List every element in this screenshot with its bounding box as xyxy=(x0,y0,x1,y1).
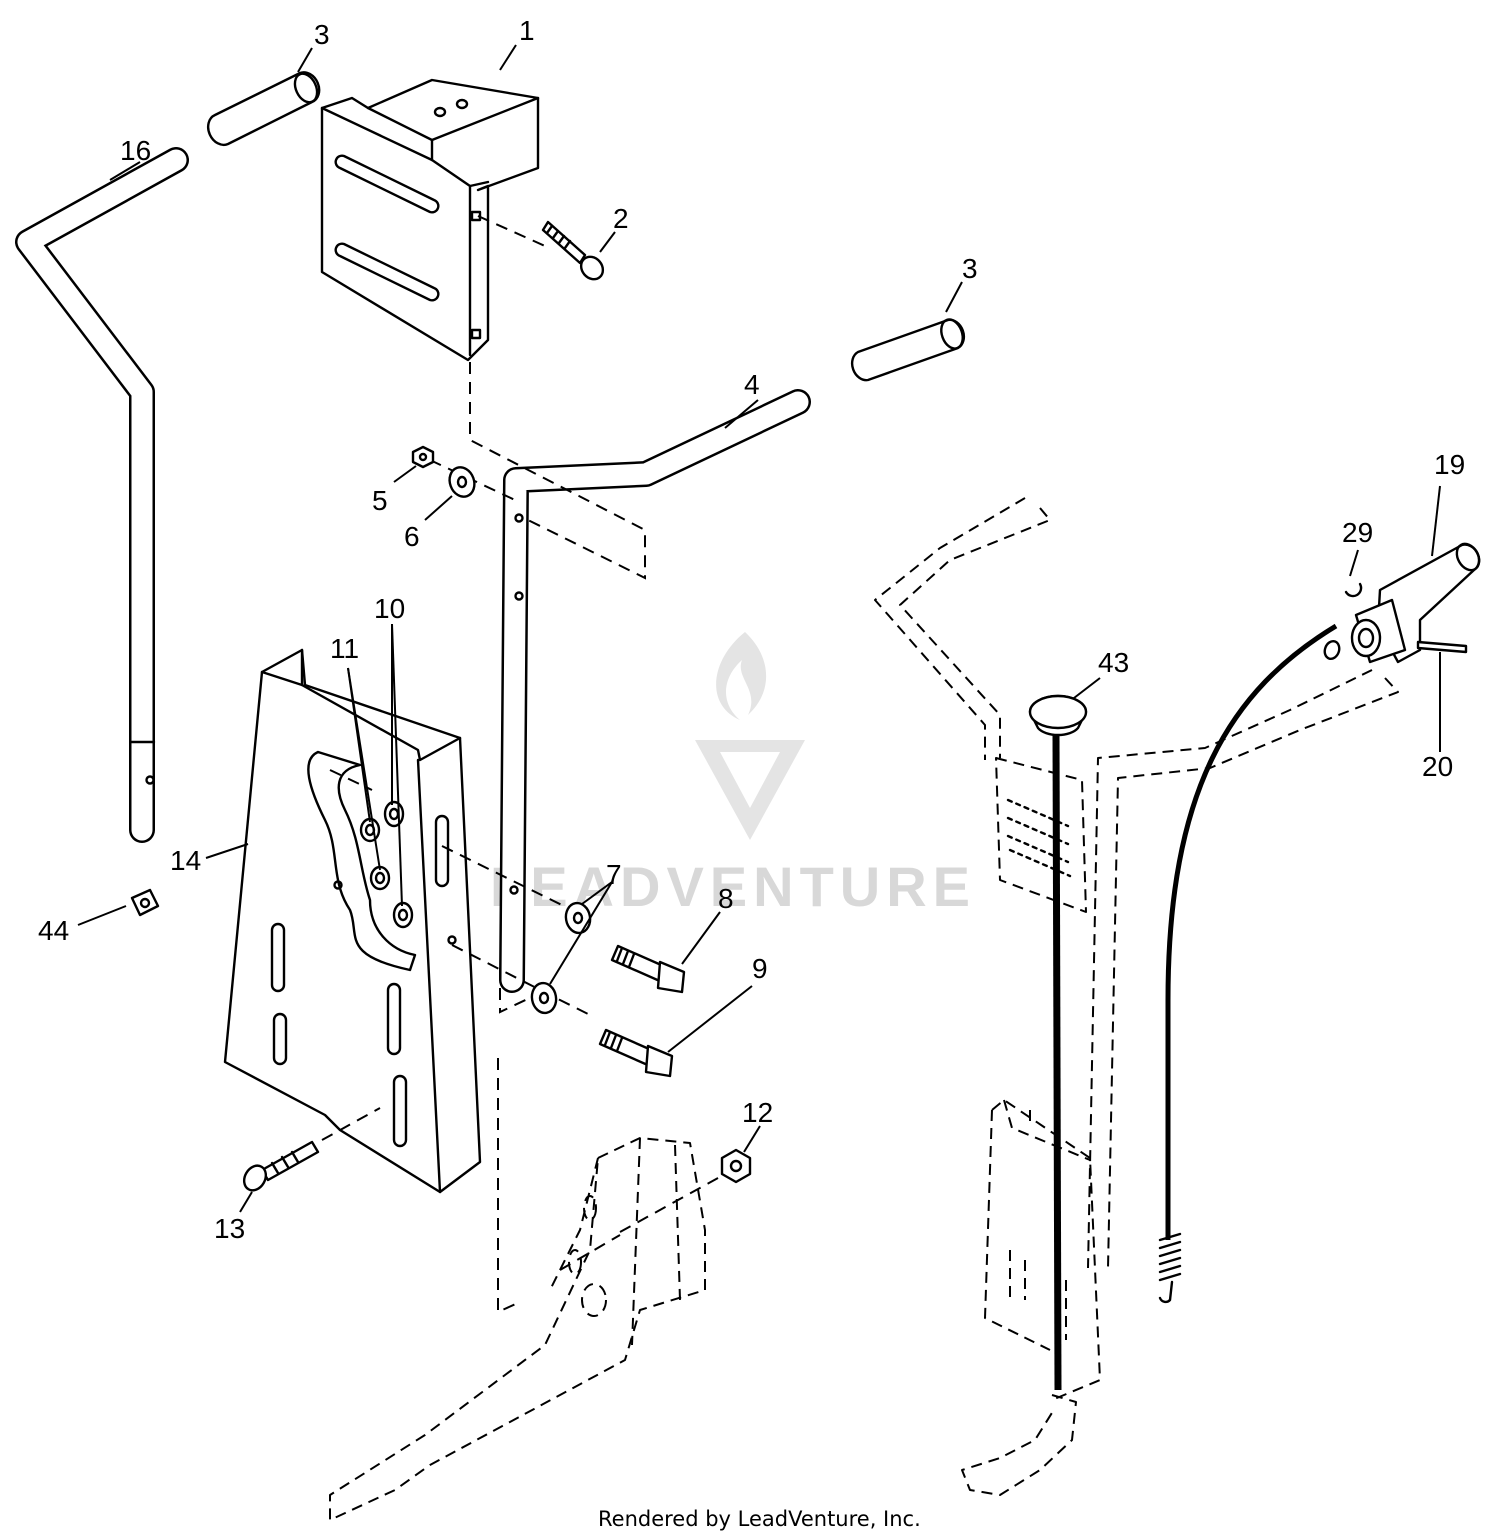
callout-20: 20 xyxy=(1422,751,1453,782)
callout-3-right: 3 xyxy=(962,253,978,284)
callout-2: 2 xyxy=(613,203,629,234)
callout-14: 14 xyxy=(170,845,201,876)
callout-11: 11 xyxy=(330,633,359,664)
footer-credit: Rendered by LeadVenture, Inc. xyxy=(598,1507,921,1531)
part-10-washer-lower xyxy=(392,901,414,929)
callout-3-upper: 3 xyxy=(314,19,330,50)
part-13-bolt xyxy=(242,1140,320,1192)
cable-spring xyxy=(1158,623,1338,1304)
callout-13: 13 xyxy=(214,1213,245,1244)
callout-12: 12 xyxy=(742,1097,773,1128)
leader-lines xyxy=(77,44,1441,1213)
part-29-clip xyxy=(1344,582,1363,598)
callout-19: 19 xyxy=(1434,449,1465,480)
callout-6: 6 xyxy=(404,521,420,552)
callout-44: 44 xyxy=(38,915,69,946)
part-43-rod-knob xyxy=(1028,694,1088,1391)
callout-8: 8 xyxy=(718,883,734,914)
callout-labels: 1 2 3 3 4 5 6 7 8 9 10 11 12 13 14 16 19… xyxy=(38,15,1465,1244)
part-2-bolt xyxy=(541,220,605,281)
part-12-nut xyxy=(720,1148,752,1184)
callout-10: 10 xyxy=(374,593,405,624)
part-6-washer xyxy=(448,466,476,498)
part-20-pin xyxy=(1416,640,1468,654)
callout-7: 7 xyxy=(606,859,622,890)
part-3-grip-upper xyxy=(207,71,321,147)
part-14-plate xyxy=(223,648,482,1194)
part-9-bolt xyxy=(598,1028,674,1078)
part-11-nut-upper xyxy=(359,817,381,843)
ghost-handle-right xyxy=(874,497,1399,1496)
part-11-nut-lower xyxy=(369,865,391,891)
part-1-bracket xyxy=(320,78,540,362)
callout-4: 4 xyxy=(744,369,760,400)
watermark-logo: LEADVENTURE xyxy=(490,632,970,918)
callout-16: 16 xyxy=(120,135,151,166)
part-8-bolt xyxy=(610,944,686,994)
part-16-handle-left xyxy=(15,147,189,843)
callout-5: 5 xyxy=(372,485,388,516)
part-44-clip xyxy=(130,888,160,917)
callout-1: 1 xyxy=(519,15,535,46)
part-5-nut xyxy=(411,445,435,469)
callout-29: 29 xyxy=(1342,517,1373,548)
part-10-washer-upper xyxy=(383,800,405,828)
part-7-washer-lower xyxy=(530,981,558,1015)
part-7-washer-upper xyxy=(564,901,592,935)
part-3-grip-right xyxy=(850,318,966,382)
callout-9: 9 xyxy=(752,953,768,984)
part-4-handle-right xyxy=(499,389,811,993)
part-19-control xyxy=(1350,542,1481,664)
ghost-frame-center xyxy=(329,1137,706,1521)
callout-43: 43 xyxy=(1098,647,1129,678)
